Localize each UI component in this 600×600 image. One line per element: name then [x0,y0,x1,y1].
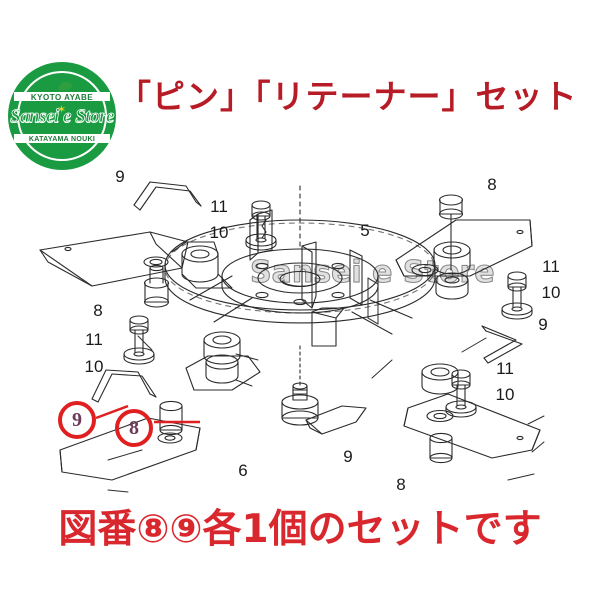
part-number-10-left: 10 [85,357,104,376]
logo-bar-top [14,92,110,101]
part-number-8-bottom: 8 [396,475,405,494]
part-number-labels: 9 11 10 5 8 11 10 9 11 10 8 11 10 6 9 8 [85,167,561,494]
logo-bar-bottom [14,134,110,143]
logo-top-text: KYOTO AYABE [30,93,94,102]
callout-highlight-9: 9 [58,401,96,439]
part-number-10-top: 10 [210,223,229,242]
set-contents-note: 図番⑧⑨各1個のセットです [58,507,542,552]
parts-diagram: Sansei e Store [0,150,600,500]
part-number-5: 5 [360,221,369,240]
callout-highlight-8: 8 [115,409,153,447]
part-number-9-right: 9 [538,315,547,334]
sansei-e-store-logo: KYOTO AYABE ✶ Sansei e Store KATAYAMA NO… [8,62,116,170]
part-number-10-right-1: 10 [542,283,561,302]
part-number-9-bottom: 9 [343,447,352,466]
part-number-8-top-right: 8 [487,175,496,194]
part-number-9-top-left: 9 [115,167,124,186]
part-number-8-left: 8 [93,301,102,320]
callout-label: 9 [72,408,82,431]
part-number-11-left: 11 [85,330,103,349]
part-number-6: 6 [238,461,247,480]
logo-bottom-text: KATAYAMA NOUKI [28,136,96,143]
part-number-10-right-2: 10 [496,385,515,404]
logo-main-text: Sansei e Store [10,106,115,128]
star-icon: ✶ [57,104,67,116]
callout-label: 8 [129,416,139,439]
logo-ring [17,71,107,161]
part-number-11-right-2: 11 [496,359,514,378]
part-number-11-top: 11 [210,197,228,216]
page-title: 「ピン」「リテーナー」セット [118,77,578,116]
part-number-11-right-1: 11 [542,257,560,276]
